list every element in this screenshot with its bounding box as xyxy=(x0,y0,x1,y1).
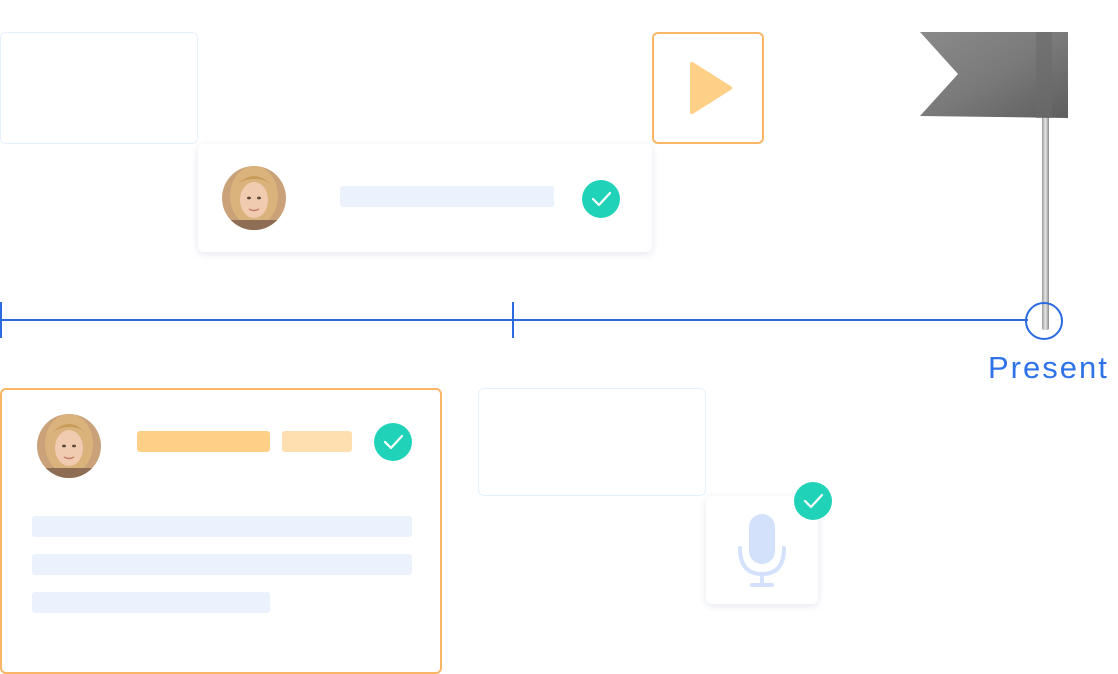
activity-card-highlighted[interactable] xyxy=(0,388,442,674)
tag-placeholder xyxy=(282,431,352,452)
placeholder-box-bottom-middle xyxy=(478,388,706,496)
present-marker[interactable] xyxy=(1025,302,1063,340)
checkmark-icon xyxy=(582,180,620,218)
text-line-placeholder xyxy=(32,592,270,613)
text-line-placeholder xyxy=(32,554,412,575)
placeholder-box-top-left xyxy=(0,32,198,144)
present-label: Present xyxy=(988,350,1109,385)
timeline-tick-middle xyxy=(512,302,514,338)
timeline-line xyxy=(0,319,1028,321)
play-button[interactable] xyxy=(652,32,764,144)
microphone-icon xyxy=(738,514,786,587)
user-avatar xyxy=(222,166,286,230)
flag-pin-icon xyxy=(920,32,1068,330)
text-line-placeholder xyxy=(32,516,412,537)
checkmark-icon xyxy=(794,482,832,520)
timeline-tick-start xyxy=(0,302,2,338)
checkmark-icon xyxy=(374,423,412,461)
text-placeholder xyxy=(340,186,554,207)
play-icon xyxy=(690,62,732,114)
user-avatar xyxy=(37,414,101,478)
activity-card-top[interactable] xyxy=(198,144,652,252)
title-placeholder xyxy=(137,431,270,452)
